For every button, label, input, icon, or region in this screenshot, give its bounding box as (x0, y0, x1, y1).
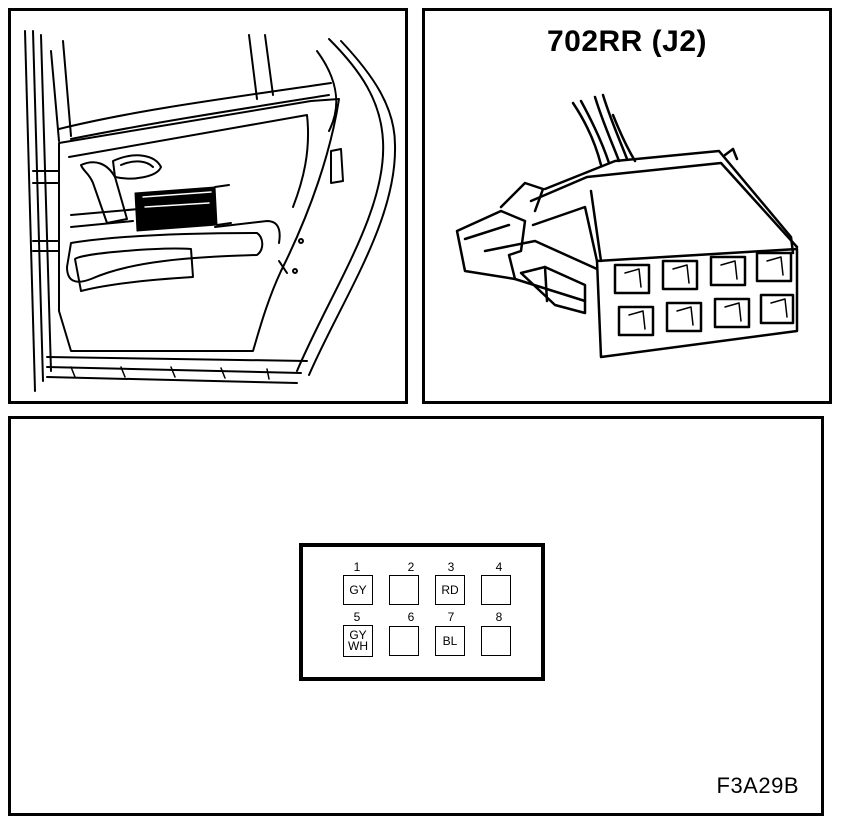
pin-cavity-5: GY WH (343, 625, 373, 657)
door-illustration-panel (8, 8, 408, 404)
pin-number: 2 (407, 560, 415, 574)
pin-cavity-4 (481, 575, 511, 605)
pin-cavity-6 (389, 626, 419, 656)
wire-color-label: RD (441, 582, 459, 597)
pin-number: 1 (353, 560, 361, 574)
pin-number: 5 (353, 610, 361, 624)
pin-cavity-7: BL (435, 626, 465, 656)
connector-title: 702RR (J2) (546, 25, 708, 58)
pin-number: 3 (447, 560, 455, 574)
pin-number: 7 (447, 610, 455, 624)
connector-illustration-panel: 702RR (J2) (422, 8, 832, 404)
pin-number: 6 (407, 610, 415, 624)
rear-door-illustration (24, 30, 397, 392)
pin-cavity-2 (389, 575, 419, 605)
wire-color-label: GY WH (348, 628, 368, 653)
connector-illustration (455, 93, 799, 359)
pin-number: 4 (495, 560, 503, 574)
pin-cavity-3: RD (435, 575, 465, 605)
pin-cavity-8 (481, 626, 511, 656)
pinout-panel: 1 2 3 4 GY RD 5 6 7 8 GY WH BL F3A29B (8, 416, 824, 816)
pin-layout-block: 1 2 3 4 GY RD 5 6 7 8 GY WH BL (299, 543, 545, 681)
pin-cavity-1: GY (343, 575, 373, 605)
pin-number: 8 (495, 610, 503, 624)
figure-code: F3A29B (716, 773, 799, 798)
wire-color-label: GY (349, 582, 367, 597)
wire-color-label: BL (442, 633, 458, 648)
